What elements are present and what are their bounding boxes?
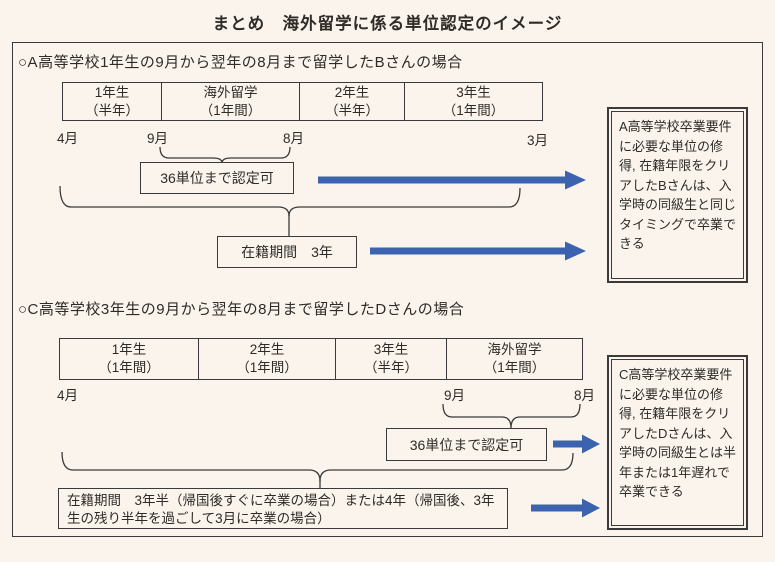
month-label-april: 4月	[57, 388, 79, 403]
segment-duration: （半年）	[325, 102, 379, 118]
month-label-march: 3月	[527, 133, 549, 148]
credit-box-a: 36単位まで認定可	[140, 162, 294, 194]
segment-label: 海外留学	[487, 342, 542, 358]
result-box-a: A高等学校卒業要件に必要な単位の修得, 在籍年限をクリアしたBさんは、入学時の同…	[607, 107, 748, 283]
segment-label: 2年生	[334, 84, 370, 100]
month-label-april: 4月	[57, 131, 79, 146]
timeline-segment-grade3: 3年生 （半年）	[336, 339, 447, 379]
segment-label: 海外留学	[203, 84, 258, 100]
result-box-c: C高等学校卒業要件に必要な単位の修得, 在籍年限をクリアしたDさんは、入学時の同…	[607, 355, 748, 530]
month-label-september: 9月	[147, 131, 169, 146]
segment-label: 3年生	[373, 342, 409, 358]
page-title: まとめ 海外留学に係る単位認定のイメージ	[212, 15, 563, 33]
month-label-september: 9月	[444, 388, 466, 403]
timeline-segment-grade1: 1年生 （半年）	[63, 83, 162, 120]
segment-duration: （半年）	[85, 102, 139, 118]
segment-duration: （半年）	[364, 360, 418, 375]
segment-duration: （1年間）	[98, 360, 160, 375]
result-box-c-text: C高等学校卒業要件に必要な単位の修得, 在籍年限をクリアしたDさんは、入学時の同…	[611, 359, 744, 526]
segment-label: 1年生	[111, 342, 147, 358]
section-a-timeline: 1年生 （半年） 海外留学 （1年間） 2年生 （半年） 3年生 （1年間）	[62, 82, 543, 121]
timeline-segment-study-abroad: 海外留学 （1年間）	[162, 83, 300, 120]
segment-label: 1年生	[94, 84, 130, 100]
segment-duration: （1年間）	[236, 360, 298, 375]
month-label-august: 8月	[283, 131, 305, 146]
enrollment-box-c: 在籍期間 3年半（帰国後すぐに卒業の場合）または4年（帰国後、3年生の残り半年を…	[58, 488, 508, 529]
diagram-frame	[12, 42, 763, 537]
segment-label: 2年生	[249, 342, 285, 358]
credit-box-c: 36単位まで認定可	[386, 428, 547, 461]
month-label-august: 8月	[574, 388, 596, 403]
timeline-segment-grade2: 2年生 （1年間）	[199, 339, 336, 379]
timeline-segment-grade2: 2年生 （半年）	[300, 83, 405, 120]
segment-duration: （1年間）	[483, 360, 546, 375]
segment-duration: （1年間）	[199, 102, 262, 118]
section-c-heading: ○C高等学校3年生の9月から翌年の8月まで留学したDさんの場合	[18, 301, 465, 318]
segment-duration: （1年間）	[442, 102, 505, 118]
timeline-segment-study-abroad: 海外留学 （1年間）	[447, 339, 582, 379]
section-a-heading: ○A高等学校1年生の9月から翌年の8月まで留学したBさんの場合	[18, 54, 463, 71]
result-box-a-text: A高等学校卒業要件に必要な単位の修得, 在籍年限をクリアしたBさんは、入学時の同…	[611, 111, 744, 279]
segment-label: 3年生	[456, 84, 491, 100]
section-c-timeline: 1年生 （1年間） 2年生 （1年間） 3年生 （半年） 海外留学 （1年間）	[59, 338, 583, 380]
timeline-segment-grade1: 1年生 （1年間）	[60, 339, 199, 379]
enrollment-box-a: 在籍期間 3年	[217, 236, 357, 268]
timeline-segment-grade3: 3年生 （1年間）	[405, 83, 542, 120]
